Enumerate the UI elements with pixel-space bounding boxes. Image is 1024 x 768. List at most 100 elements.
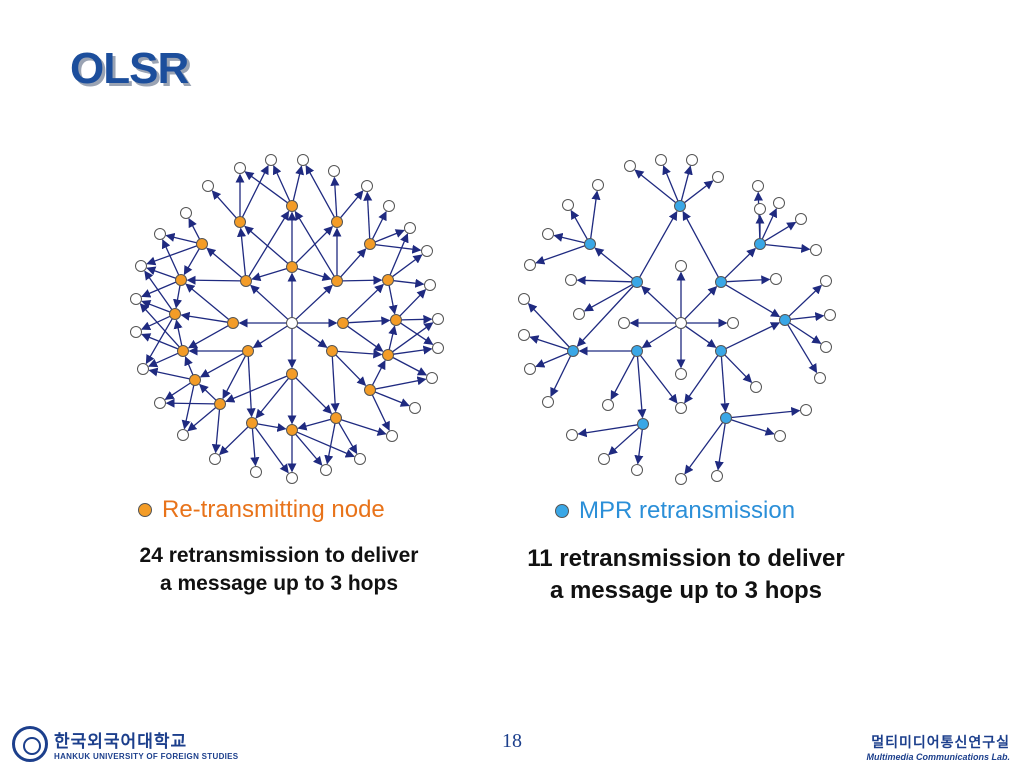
node — [421, 245, 433, 257]
arrow-link — [389, 233, 409, 276]
node — [202, 180, 214, 192]
retransmitting-node — [189, 374, 201, 386]
legend-retransmitting-node: Re-transmitting node — [138, 496, 385, 524]
retransmitting-node — [382, 274, 394, 286]
node — [814, 372, 826, 384]
arrow-link — [295, 225, 334, 264]
node — [386, 430, 398, 442]
retransmitting-node — [177, 345, 189, 357]
arrow-link — [186, 275, 241, 285]
arrow-link — [187, 325, 229, 349]
arrow-link — [610, 355, 635, 401]
caption-line: 11 retransmission to deliver — [527, 545, 845, 572]
arrow-link — [257, 422, 287, 432]
arrow-link — [244, 171, 288, 204]
arrow-link — [347, 325, 384, 352]
arrow-link — [374, 229, 405, 243]
retransmitting-node — [196, 238, 208, 250]
arrow-link — [330, 176, 340, 217]
retransmitting-node — [715, 345, 727, 357]
arrow-link — [244, 225, 289, 264]
retransmitting-node — [227, 317, 239, 329]
arrow-link — [374, 391, 410, 407]
arrow-link — [639, 355, 678, 404]
arrow-link — [251, 267, 287, 282]
node — [675, 368, 687, 380]
retransmitting-node — [330, 412, 342, 424]
arrow-link — [392, 254, 423, 278]
retransmitting-node — [246, 417, 258, 429]
retransmitting-node — [331, 275, 343, 287]
retransmitting-node — [567, 345, 579, 357]
arrow-link — [250, 284, 289, 320]
retransmitting-node — [331, 216, 343, 228]
node — [686, 154, 698, 166]
arrow-link — [173, 285, 182, 309]
node — [426, 372, 438, 384]
arrow-link — [765, 243, 811, 253]
retransmitting-node — [242, 345, 254, 357]
node — [154, 397, 166, 409]
node — [566, 429, 578, 441]
arrow-link — [641, 285, 678, 320]
lab-name-english: Multimedia Communications Lab. — [866, 752, 1010, 762]
retransmitting-node — [754, 238, 766, 250]
arrow-link — [185, 283, 230, 321]
arrow-link — [250, 428, 260, 467]
university-name: 한국외국어대학교 — [54, 732, 188, 751]
retransmitting-node — [390, 314, 402, 326]
arrow-link — [535, 352, 569, 368]
arrow-link — [341, 419, 387, 436]
arrow-link — [608, 427, 640, 456]
node — [297, 154, 309, 166]
node — [130, 293, 142, 305]
arrow-link — [340, 190, 364, 219]
arrow-link — [401, 314, 433, 324]
retransmitting-node — [169, 308, 181, 320]
arrow-link — [141, 281, 177, 298]
arrow-link — [388, 325, 398, 350]
arrow-link — [393, 345, 433, 355]
arrow-link — [165, 232, 197, 244]
node — [328, 165, 340, 177]
arrow-link — [272, 165, 291, 202]
retransmitting-node — [631, 345, 643, 357]
arrow-link — [714, 423, 726, 471]
node — [135, 260, 147, 272]
arrow-link — [527, 303, 570, 348]
arrow-link — [188, 217, 201, 240]
node — [565, 274, 577, 286]
arrow-link — [241, 164, 269, 218]
arrow-link — [295, 377, 333, 415]
node — [383, 200, 395, 212]
node — [675, 402, 687, 414]
retransmitting-node — [364, 238, 376, 250]
arrow-link — [254, 427, 289, 474]
arrow-link — [583, 284, 633, 312]
retransmitting-node — [779, 314, 791, 326]
arrow-link — [348, 316, 391, 326]
arrow-link — [590, 190, 601, 239]
arrow-link — [684, 180, 714, 204]
mpr-diagram — [518, 154, 836, 485]
node — [820, 341, 832, 353]
arrow-link — [199, 383, 217, 401]
arrow-link — [161, 239, 180, 276]
arrow-link — [634, 169, 677, 204]
arrow-link — [570, 209, 588, 240]
node — [524, 363, 536, 375]
lab-logo: 멀티미디어통신연구실 Multimedia Communications Lab… — [866, 732, 1010, 762]
caption-flooding: 24 retransmission to deliver a message u… — [96, 542, 462, 597]
arrow-link — [338, 422, 358, 455]
arrow-link — [295, 433, 323, 466]
arrow-link — [141, 315, 171, 330]
node — [404, 222, 416, 234]
arrow-link — [363, 191, 373, 239]
arrow-link — [146, 245, 198, 266]
source-node — [675, 317, 687, 329]
arrow-link — [165, 398, 215, 408]
arrow-link — [206, 247, 243, 278]
arrow-link — [183, 248, 200, 276]
node — [750, 381, 762, 393]
arrow-link — [682, 210, 719, 278]
